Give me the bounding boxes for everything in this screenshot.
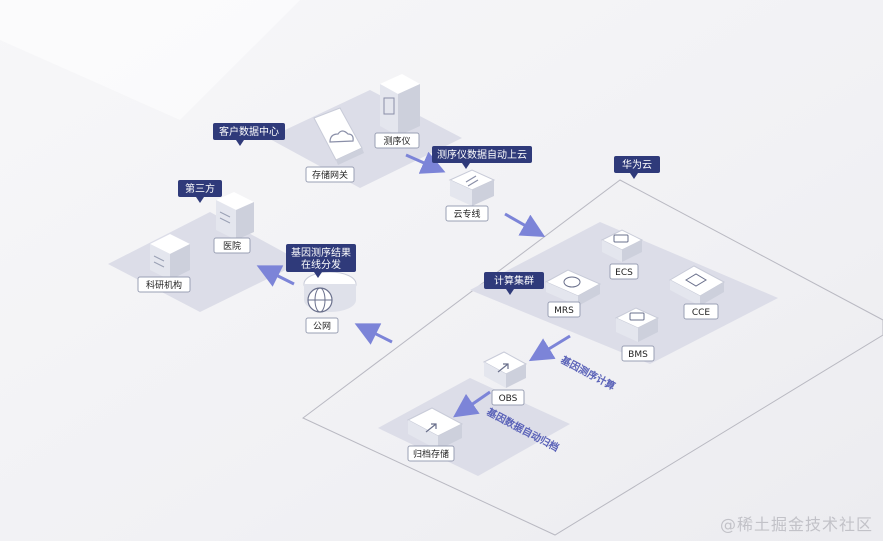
direct-connect-label: 云专线 bbox=[453, 208, 480, 220]
bare-metal-icon bbox=[629, 312, 645, 321]
arrow-cloud-to-internet bbox=[354, 323, 393, 345]
upload-arrow-icon bbox=[497, 363, 509, 373]
distribute-tag-line1: 基因测序结果 bbox=[291, 246, 351, 259]
bms-node[interactable]: BMS bbox=[614, 307, 660, 362]
cce-node[interactable]: CCE bbox=[668, 265, 726, 320]
third-party-tag: 第三方 bbox=[178, 180, 222, 203]
upload-tag-text: 测序仪数据自动上云 bbox=[437, 148, 527, 161]
research-label: 科研机构 bbox=[146, 279, 182, 291]
arrow-direct-connect-to-cloud bbox=[504, 212, 546, 237]
mrs-node[interactable]: MRS bbox=[544, 269, 602, 318]
arrow-sequencer-to-cloud bbox=[405, 151, 446, 174]
arrow-obs-to-archive bbox=[453, 390, 491, 418]
cloud-icon bbox=[329, 130, 354, 143]
arrow-internet-to-third-party bbox=[256, 265, 295, 287]
third-party-tag-text: 第三方 bbox=[185, 182, 215, 195]
obs-label: OBS bbox=[499, 394, 518, 404]
direct-connect-node[interactable]: 云专线 bbox=[445, 169, 496, 222]
cce-label: CCE bbox=[692, 308, 711, 318]
sequencer-icon bbox=[383, 97, 395, 115]
ecs-node[interactable]: ECS bbox=[600, 229, 644, 280]
link-icon bbox=[465, 175, 479, 187]
storage-gateway-node[interactable]: 存储网关 bbox=[305, 107, 364, 183]
distribute-tag-line2: 在线分发 bbox=[301, 258, 341, 271]
obs-node[interactable]: OBS bbox=[482, 351, 528, 406]
upload-tag: 测序仪数据自动上云 bbox=[432, 146, 532, 169]
research-node[interactable]: 科研机构 bbox=[137, 234, 191, 293]
container-icon bbox=[685, 273, 707, 287]
background-glow bbox=[0, 0, 300, 120]
archive-label: 归档存储 bbox=[413, 448, 449, 460]
internet-node[interactable]: 公网 bbox=[303, 271, 357, 334]
customer-dc-tag: 客户数据中心 bbox=[213, 123, 285, 146]
distribute-tag: 基因测序结果 在线分发 bbox=[286, 244, 356, 278]
watermark: @稀土掘金技术社区 bbox=[719, 515, 873, 534]
archive-node[interactable]: 归档存储 bbox=[406, 407, 464, 462]
archive-arrow-icon bbox=[425, 423, 437, 433]
ecs-label: ECS bbox=[615, 268, 633, 278]
compute-cluster-platform bbox=[470, 222, 778, 364]
arrow-compute-to-obs bbox=[528, 334, 571, 362]
internet-label: 公网 bbox=[313, 321, 331, 332]
huawei-cloud-boundary bbox=[302, 179, 883, 536]
hospital-node[interactable]: 医院 bbox=[213, 192, 254, 254]
sequencer-label: 测序仪 bbox=[383, 135, 410, 147]
mrs-label: MRS bbox=[554, 306, 574, 316]
elephant-icon bbox=[563, 276, 581, 288]
huawei-cloud-tag-text: 华为云 bbox=[622, 158, 652, 171]
compute-cluster-tag-text: 计算集群 bbox=[494, 274, 534, 287]
server-icon bbox=[613, 234, 629, 243]
compute-cluster-tag: 计算集群 bbox=[484, 272, 544, 295]
bms-label: BMS bbox=[628, 350, 648, 360]
hospital-label: 医院 bbox=[223, 240, 241, 252]
huawei-cloud-tag: 华为云 bbox=[614, 156, 660, 179]
storage-gateway-label: 存储网关 bbox=[312, 169, 348, 181]
sequencer-node[interactable]: 测序仪 bbox=[374, 74, 420, 149]
customer-dc-tag-text: 客户数据中心 bbox=[219, 125, 279, 138]
